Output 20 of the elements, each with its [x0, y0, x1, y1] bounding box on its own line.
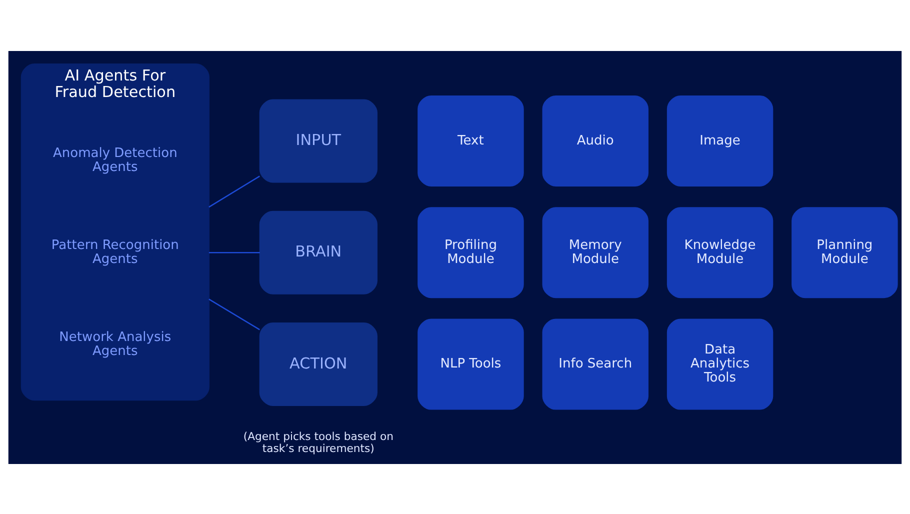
node-box: Memory Module: [542, 206, 648, 298]
node-text: Pattern Recognition Agents: [51, 237, 179, 267]
node-box: Info Search: [542, 318, 648, 410]
node-box: INPUT: [259, 98, 378, 182]
node-box: Knowledge Module: [666, 206, 774, 298]
node-box: Data Analytics Tools: [666, 318, 774, 410]
node-box: Image: [666, 94, 774, 186]
node-label: (Agent picks tools based on task’s requirements): [243, 430, 394, 455]
connector: [208, 298, 260, 330]
node-box: Planning Module: [792, 206, 898, 298]
connector: [208, 175, 260, 208]
node-box: BRAIN: [259, 210, 378, 294]
connector: [208, 251, 260, 253]
node-text: Anomaly Detection Agents: [53, 145, 178, 174]
node-box: Profiling Module: [418, 206, 524, 298]
node-box: Audio: [542, 94, 648, 186]
node-text: Network Analysis Agents: [59, 330, 172, 359]
node-box: Text: [418, 94, 524, 186]
node-box: ACTION: [259, 322, 378, 406]
node-box: NLP Tools: [418, 318, 524, 410]
